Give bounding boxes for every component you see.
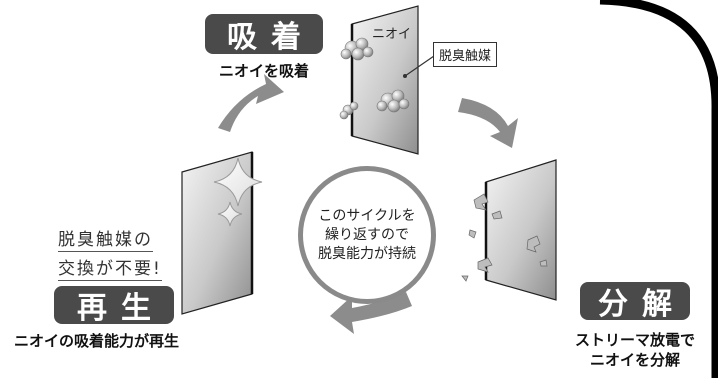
note-line-2: 交換が不要!	[58, 254, 162, 281]
catalyst-panel-decompose	[485, 159, 557, 301]
catalyst-tag: 脱臭触媒	[433, 42, 498, 67]
stage-caption-regenerate: ニオイの吸着能力が再生	[14, 332, 180, 350]
odor-particles	[339, 37, 410, 120]
stage-caption-adsorb: ニオイを吸着	[218, 62, 309, 80]
broken-odor-fragments	[461, 193, 548, 282]
sparkle-icon	[213, 157, 263, 227]
center-line-3: 脱臭能力が持続	[318, 245, 416, 262]
center-line-2: 繰り返すので	[325, 226, 409, 243]
stage-label-decompose: 分解	[580, 282, 690, 322]
center-circle: このサイクルを 繰り返すので 脱臭能力が持続	[298, 166, 436, 304]
panel-tag-leader	[404, 55, 435, 77]
cycle-arrow-bottom	[330, 292, 412, 334]
cycle-arrow-top-left	[218, 74, 284, 132]
stage-label-regenerate: 再生	[54, 286, 174, 326]
stage-caption-decompose-line2: ニオイを分解	[589, 351, 680, 369]
frame-border	[599, 0, 718, 378]
cycle-arrow-top-right	[458, 98, 518, 148]
odor-label: ニオイ	[372, 27, 412, 42]
stage-label-adsorb: 吸着	[205, 14, 323, 55]
center-line-1: このサイクルを	[318, 207, 416, 224]
stage-caption-decompose: ストリーマ放電で ニオイを分解	[556, 330, 714, 370]
note-line-1: 脱臭触媒の	[58, 225, 153, 252]
stage-caption-decompose-line1: ストリーマ放電で	[574, 331, 695, 349]
